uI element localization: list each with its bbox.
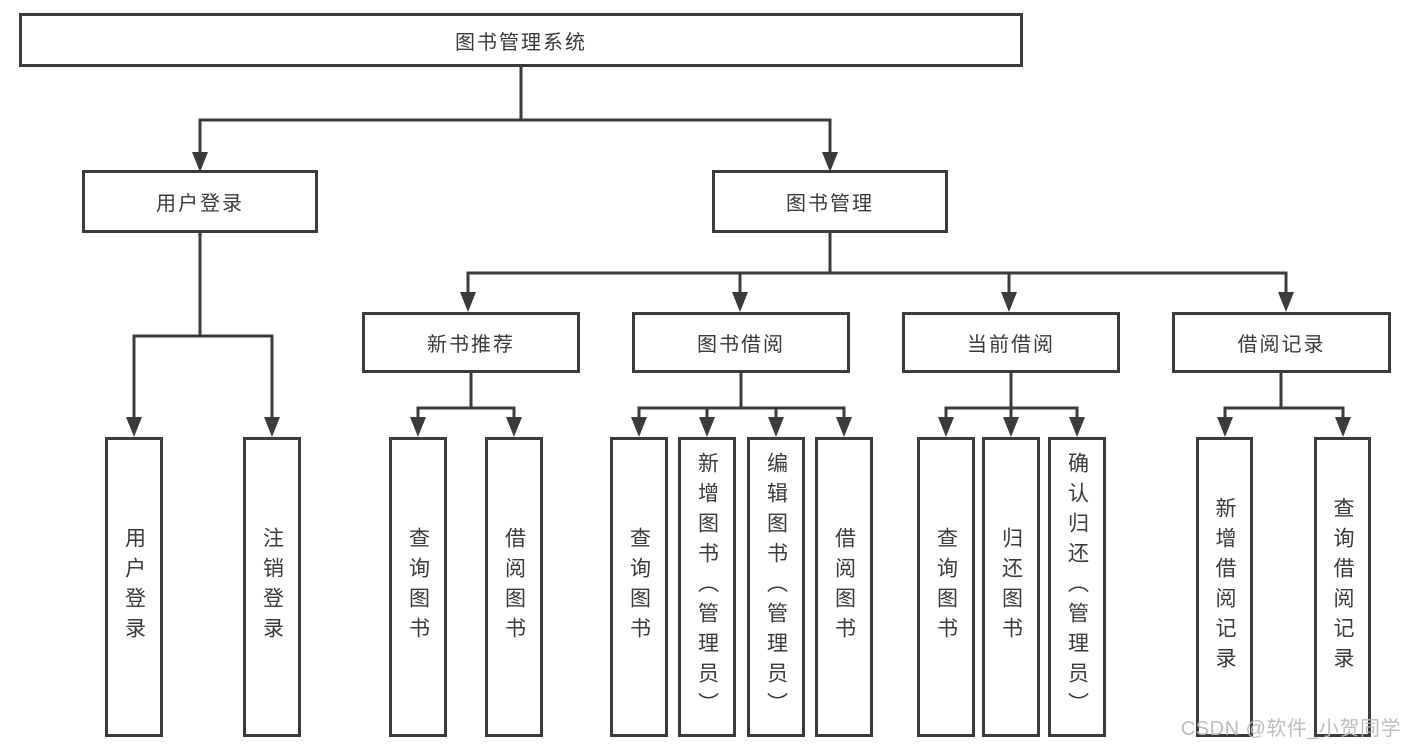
node-user-login-label: 用户登录 — [156, 193, 244, 215]
node-current-borrowing-label: 当前借阅 — [967, 334, 1055, 356]
leaf-borrow-query-books: 查询图书 — [610, 437, 668, 737]
leaf-logout-label: 注销登录 — [260, 527, 284, 647]
leaf-newbook-query-books-label: 查询图书 — [406, 527, 430, 647]
connector-lines — [132, 67, 1345, 421]
leaf-query-borrow-record: 查询借阅记录 — [1314, 437, 1371, 737]
node-new-book-recommend-label: 新书推荐 — [427, 334, 515, 356]
leaf-edit-books-admin-label: 编辑图书（管理员） — [764, 452, 788, 722]
node-borrowing-records: 借阅记录 — [1172, 312, 1391, 373]
leaf-current-query-books-label: 查询图书 — [934, 527, 958, 647]
leaf-confirm-return-admin-label: 确认归还（管理员） — [1065, 452, 1089, 722]
leaf-user-login-label: 用户登录 — [122, 527, 146, 647]
node-current-borrowing: 当前借阅 — [902, 312, 1120, 373]
node-book-borrowing: 图书借阅 — [632, 312, 850, 373]
node-book-management: 图书管理 — [712, 170, 948, 233]
leaf-edit-books-admin: 编辑图书（管理员） — [747, 437, 805, 737]
leaf-return-books: 归还图书 — [982, 437, 1040, 737]
leaf-query-borrow-record-label: 查询借阅记录 — [1331, 497, 1355, 677]
node-new-book-recommend: 新书推荐 — [362, 312, 580, 373]
leaf-borrow-books-label: 借阅图书 — [832, 527, 856, 647]
node-book-borrowing-label: 图书借阅 — [697, 334, 785, 356]
leaf-add-books-admin-label: 新增图书（管理员） — [695, 452, 719, 722]
leaf-borrow-books: 借阅图书 — [815, 437, 873, 737]
arrowhead-icons — [126, 152, 1351, 437]
leaf-add-borrow-record: 新增借阅记录 — [1196, 437, 1253, 737]
leaf-add-borrow-record-label: 新增借阅记录 — [1213, 497, 1237, 677]
csdn-watermark: CSDN @软件_小贺同学 — [1180, 718, 1401, 740]
leaf-newbook-borrow-books: 借阅图书 — [485, 437, 543, 737]
leaf-user-login: 用户登录 — [105, 437, 163, 737]
leaf-newbook-query-books: 查询图书 — [389, 437, 447, 737]
node-borrowing-records-label: 借阅记录 — [1237, 334, 1326, 356]
leaf-newbook-borrow-books-label: 借阅图书 — [502, 527, 526, 647]
leaf-current-query-books: 查询图书 — [917, 437, 975, 737]
leaf-borrow-query-books-label: 查询图书 — [627, 527, 651, 647]
node-user-login: 用户登录 — [82, 170, 318, 233]
node-root: 图书管理系统 — [19, 13, 1023, 67]
leaf-add-books-admin: 新增图书（管理员） — [678, 437, 736, 737]
leaf-return-books-label: 归还图书 — [999, 527, 1023, 647]
leaf-logout: 注销登录 — [243, 437, 301, 737]
node-root-label: 图书管理系统 — [455, 31, 587, 54]
leaf-confirm-return-admin: 确认归还（管理员） — [1048, 437, 1106, 737]
node-book-management-label: 图书管理 — [786, 193, 874, 215]
